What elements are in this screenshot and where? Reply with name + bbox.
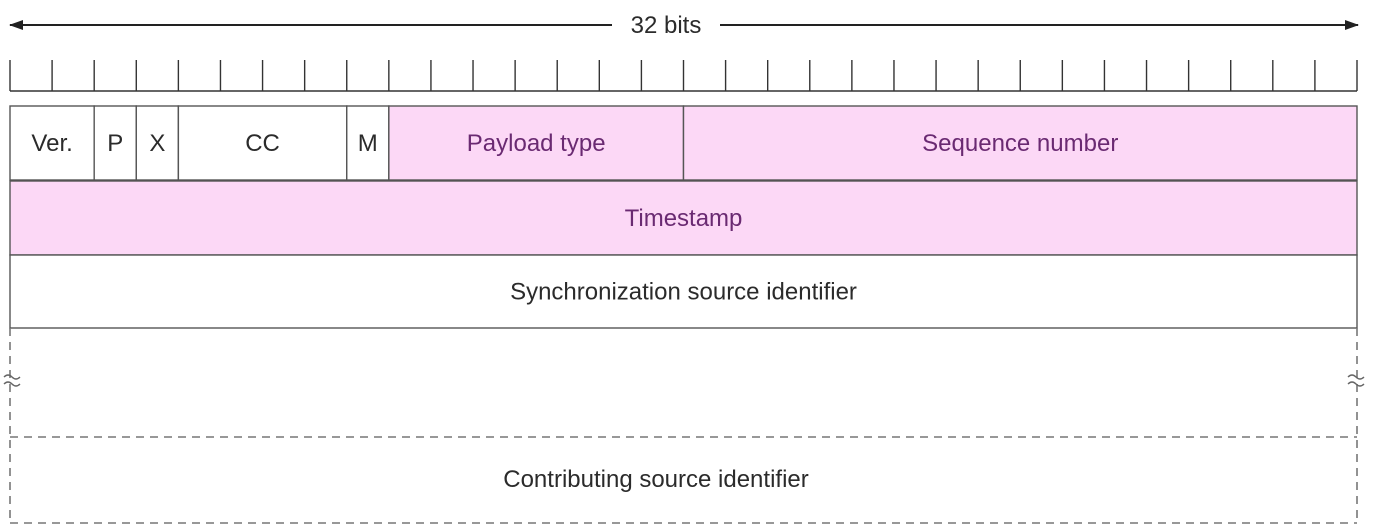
field-x xyxy=(135,105,180,181)
bit-ruler xyxy=(9,60,1358,92)
csrc-identifier-label: Contributing source identifier xyxy=(503,466,809,493)
field-label-ver: Ver. xyxy=(31,130,72,157)
field-label-timestamp: Timestamp xyxy=(625,205,743,232)
field-label-x: X xyxy=(149,130,165,157)
break-symbol-right xyxy=(1347,374,1365,387)
field-label-p: P xyxy=(107,130,123,157)
field-p xyxy=(93,105,137,181)
field-cc xyxy=(177,105,348,181)
field-label-cc: CC xyxy=(245,130,280,157)
csrc-list: Contributing source identifier xyxy=(3,328,1365,524)
break-symbol-left xyxy=(3,374,21,387)
field-label-payload-type: Payload type xyxy=(467,130,606,157)
field-m xyxy=(346,105,390,181)
width-indicator: 32 bits xyxy=(9,12,1359,39)
field-label-sequence-number: Sequence number xyxy=(922,130,1118,157)
field-ver xyxy=(9,105,95,181)
width-label: 32 bits xyxy=(631,12,702,39)
field-timestamp xyxy=(9,180,1358,256)
field-label-m: M xyxy=(358,130,378,157)
field-synchronization-source-identifier xyxy=(9,254,1358,329)
field-payload-type xyxy=(388,105,685,181)
field-sequence-number xyxy=(682,105,1358,181)
field-label-synchronization-source-identifier: Synchronization source identifier xyxy=(510,279,857,306)
